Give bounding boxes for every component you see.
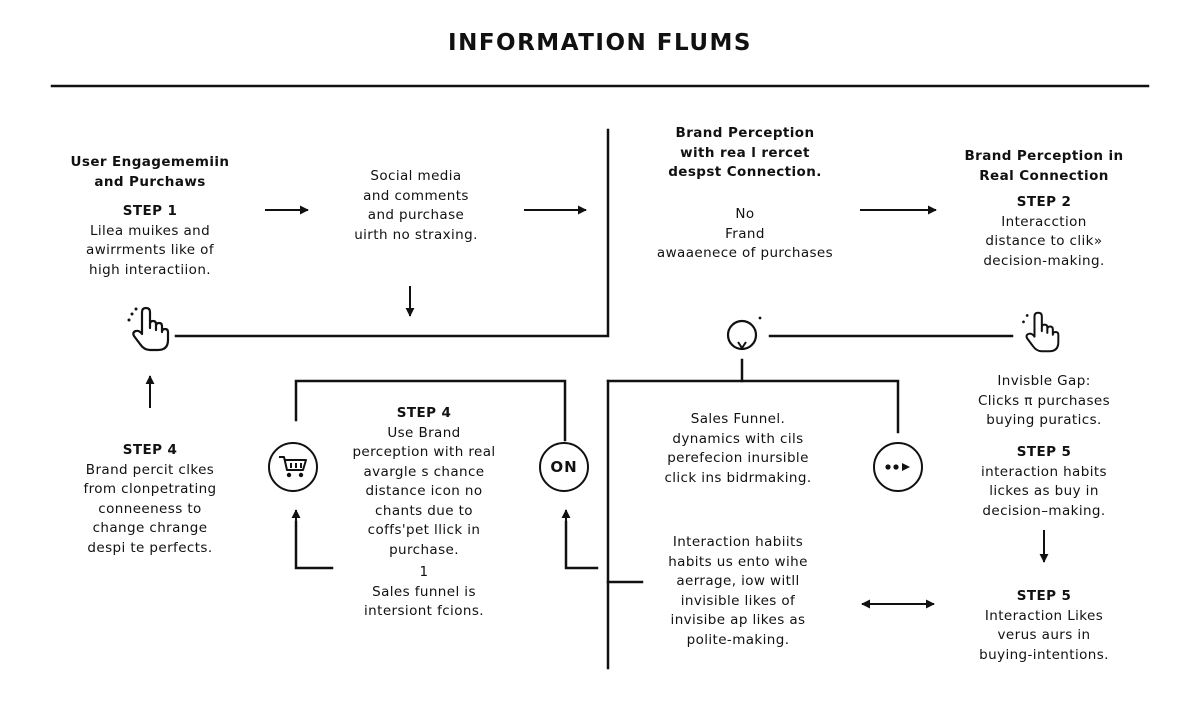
block-text: Invisble Gap: [997,373,1091,389]
block-text: coffs'pet llick in [367,522,481,538]
block-text: verus aurs in [997,627,1091,643]
interaction-habits-block: Interaction habiits habits us ento wihe … [640,533,836,650]
right-bracket [606,379,900,434]
block-text: and comments [363,187,469,204]
step-marker: 1 [419,564,429,580]
block-heading: with rea l rercet [680,144,810,161]
block-text: perefecion inursible [667,450,809,466]
on-button[interactable]: ON [539,442,589,492]
block-text: habits us ento wihe [668,553,808,570]
block-text: Frand [725,225,765,242]
step-label: STEP 4 [396,405,452,421]
shopping-cart-icon[interactable] [268,442,318,492]
step-label: STEP 2 [1016,194,1072,210]
step5-right-block: STEP 5 interaction habits lickes as buy … [956,443,1132,521]
block-text: distance to clik» [985,233,1103,249]
block-text: dynamics with cils [672,430,804,447]
block-text: from clonpetrating [83,481,217,497]
block-text: Sales funnel is [372,583,476,600]
step4-left-block: STEP 4 Brand percit clkes from clonpetra… [62,441,238,558]
on-label: ON [550,458,578,476]
block-text: perception with real [352,444,496,460]
block-text: and purchase [367,207,465,223]
brand-perception-top-block: Brand Perception with rea l rercet desps… [640,124,850,183]
block-text: Interaction Likes [984,607,1104,624]
block-text: Use Brand [387,424,461,441]
block-text: distance icon no [365,483,483,499]
step-label: STEP 4 [122,442,178,458]
step-label: STEP 5 [1016,588,1072,604]
no-brand-block: No Frand awaaenece of purchases [640,205,850,264]
pointing-hand-icon [1018,308,1062,360]
block-text: conneeness to [98,500,202,517]
block-text: buying puratics. [986,412,1102,428]
block-text: buying-intentions. [979,646,1109,663]
step-label: STEP 5 [1016,444,1072,460]
block-text: decision–making. [982,502,1106,519]
block-text: polite-making. [686,631,790,648]
block-heading: User Engagememiin [70,154,230,170]
block-text: No [735,206,755,222]
left-bracket [294,379,567,442]
social-media-block: Social media and comments and purchase u… [338,167,494,245]
block-heading: Real Connection [979,167,1109,184]
more-dots-icon[interactable] [873,442,923,492]
block-text: invisibe ap likes as [670,612,806,628]
block-text: decision-making. [983,252,1105,269]
step4-center-block: STEP 4 Use Brand perception with real av… [336,404,512,622]
block-text: awirrments like of [86,242,214,258]
block-text: Lilea muikes and [89,222,211,239]
step-label: STEP 1 [122,203,178,219]
block-text: invisible likes of [680,592,796,609]
block-text: high interactiion. [89,261,211,278]
block-text: uirth no straxing. [354,226,478,243]
block-text: Brand percit clkes [85,461,215,478]
block-text: Clicks π purchases [977,392,1111,409]
block-text: chants due to [375,502,473,519]
sales-funnel-block: Sales Funnel. dynamics with cils perefec… [640,410,836,488]
block-text: purchase. [389,541,459,558]
block-text: lickes as buy in [989,483,1099,499]
on-return-elbow [564,520,599,570]
block-text: click ins bidrmaking. [664,469,812,486]
block-text: Interacction [1001,213,1087,230]
block-heading: Brand Perception in [964,148,1124,164]
user-engagement-block: User Engagememiin and Purchaws STEP 1 Li… [62,153,238,280]
block-text: intersiont fcions. [364,603,484,619]
block-heading: Sales Funnel. [690,411,786,427]
cart-return-elbow [294,520,334,570]
block-text: interaction habits [981,463,1107,480]
block-text: despi te perfects. [87,539,213,556]
block-text: change chrange [92,520,208,536]
lightbulb-icon [723,316,763,364]
block-heading: Interaction habiits [672,534,804,550]
pointing-hand-icon [124,304,172,358]
block-heading: and Purchaws [94,173,206,190]
block-text: Social media [370,168,462,184]
brand-perception-right-block: Brand Perception in Real Connection STEP… [956,147,1132,271]
block-text: avargle s chance [363,463,485,480]
block-text: awaaenece of purchases [656,245,834,261]
block-text: aerrage, iow witll [676,573,800,589]
page-title: INFORMATION FLUMS [448,30,752,56]
block-heading: Brand Perception [675,125,815,141]
block-heading: despst Connection. [668,164,822,180]
invisible-gap-block: Invisble Gap: Clicks π purchases buying … [956,372,1132,431]
step5-bottom-block: STEP 5 Interaction Likes verus aurs in b… [956,587,1132,665]
top-left-connector [174,128,610,338]
